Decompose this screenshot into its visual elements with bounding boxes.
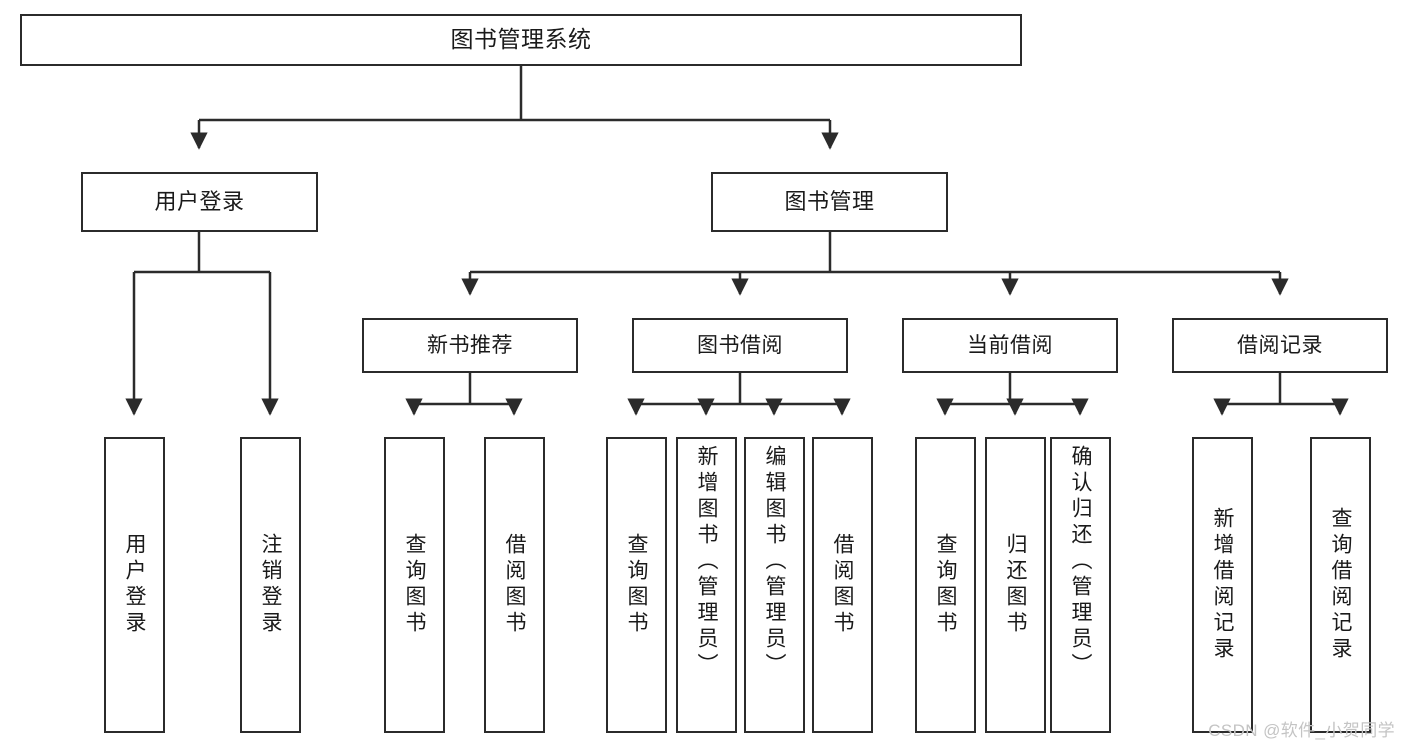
node-label: 查询图书 [625, 533, 648, 637]
node-book-manage[interactable]: 图书管理 [711, 172, 948, 232]
node-label: 归还图书 [1004, 533, 1027, 637]
node-label: 当前借阅 [967, 333, 1053, 357]
node-label: 查询图书 [403, 533, 426, 637]
node-label: 借阅记录 [1237, 333, 1323, 357]
node-label: 查询图书 [934, 533, 957, 637]
leaf-add-borrow-record[interactable]: 新增借阅记录 [1192, 437, 1253, 733]
leaf-borrow-book-1[interactable]: 借阅图书 [484, 437, 545, 733]
leaf-query-book-1[interactable]: 查询图书 [384, 437, 445, 733]
leaf-return-book[interactable]: 归还图书 [985, 437, 1046, 733]
node-label: 用户登录 [154, 188, 245, 214]
node-label: 用户登录 [123, 533, 146, 637]
leaf-query-book-2[interactable]: 查询图书 [606, 437, 667, 733]
node-book-management-system[interactable]: 图书管理系统 [20, 14, 1022, 66]
node-label: 查询借阅记录 [1329, 507, 1352, 663]
node-label: 图书管理系统 [450, 26, 592, 53]
node-label: 图书借阅 [697, 333, 783, 357]
node-book-borrow[interactable]: 图书借阅 [632, 318, 848, 373]
node-label: 借阅图书 [503, 533, 526, 637]
node-current-borrow[interactable]: 当前借阅 [902, 318, 1118, 373]
node-label: 确认归还（管理员） [1069, 445, 1092, 679]
leaf-query-book-3[interactable]: 查询图书 [915, 437, 976, 733]
node-label: 注销登录 [259, 533, 282, 637]
csdn-watermark: CSDN @软件_小贺同学 [1208, 721, 1395, 740]
node-new-book-recommend[interactable]: 新书推荐 [362, 318, 578, 373]
node-label: 新增借阅记录 [1211, 507, 1234, 663]
leaf-user-login[interactable]: 用户登录 [104, 437, 165, 733]
leaf-confirm-return-admin[interactable]: 确认归还（管理员） [1050, 437, 1111, 733]
node-label: 借阅图书 [831, 533, 854, 637]
node-user-login[interactable]: 用户登录 [81, 172, 318, 232]
node-borrow-record[interactable]: 借阅记录 [1172, 318, 1388, 373]
leaf-query-borrow-record[interactable]: 查询借阅记录 [1310, 437, 1371, 733]
leaf-logout[interactable]: 注销登录 [240, 437, 301, 733]
leaf-edit-book-admin[interactable]: 编辑图书（管理员） [744, 437, 805, 733]
leaf-add-book-admin[interactable]: 新增图书（管理员） [676, 437, 737, 733]
node-label: 编辑图书（管理员） [763, 445, 786, 679]
leaf-borrow-book-2[interactable]: 借阅图书 [812, 437, 873, 733]
node-label: 图书管理 [784, 188, 875, 214]
node-label: 新书推荐 [427, 333, 513, 357]
node-label: 新增图书（管理员） [695, 445, 718, 679]
